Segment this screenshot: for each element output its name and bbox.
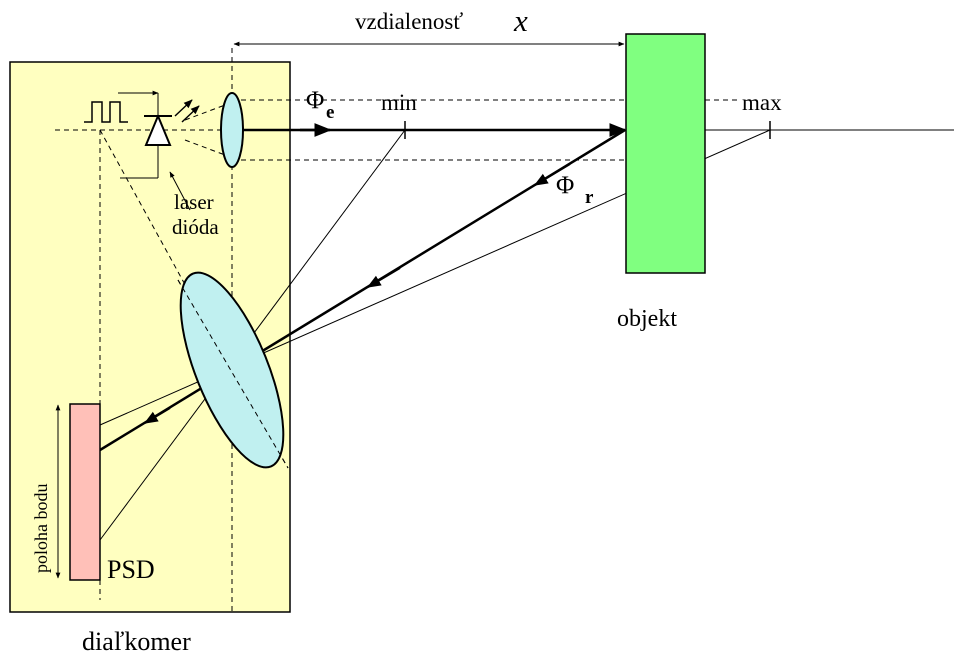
pulse-signal-icon [84, 101, 128, 123]
laser-diode-icon [144, 99, 200, 146]
phi-r-symbol: Φ [556, 172, 574, 199]
distance-label: vzdialenosť [355, 9, 463, 34]
emitter-lens [220, 92, 244, 168]
psd-label: PSD [107, 555, 155, 584]
object-label: objekt [617, 306, 677, 332]
receiver-lens [179, 271, 285, 469]
reflected-beam-arrow-2 [366, 267, 401, 288]
reflected-beam-arrow-3 [143, 407, 171, 424]
laser-label-pointer [169, 171, 191, 211]
max-label: max [742, 90, 782, 115]
target-object [625, 33, 706, 274]
phi-e-symbol: Φ [306, 87, 324, 114]
psd-sensor [69, 403, 101, 581]
laser-diode-label-line1: laser [174, 190, 214, 214]
rangefinder-label: diaľkomer [82, 627, 191, 656]
reflected-beam-arrow-1 [533, 163, 571, 186]
phi-e-subscript: e [326, 102, 334, 123]
distance-variable: x [513, 3, 528, 38]
min-label: min [381, 90, 417, 115]
phi-r-subscript: r [585, 187, 594, 208]
receiver-lens-axis [177, 279, 289, 469]
position-label: poloha bodu [31, 484, 51, 574]
laser-diode-label-line2: dióda [172, 215, 219, 239]
